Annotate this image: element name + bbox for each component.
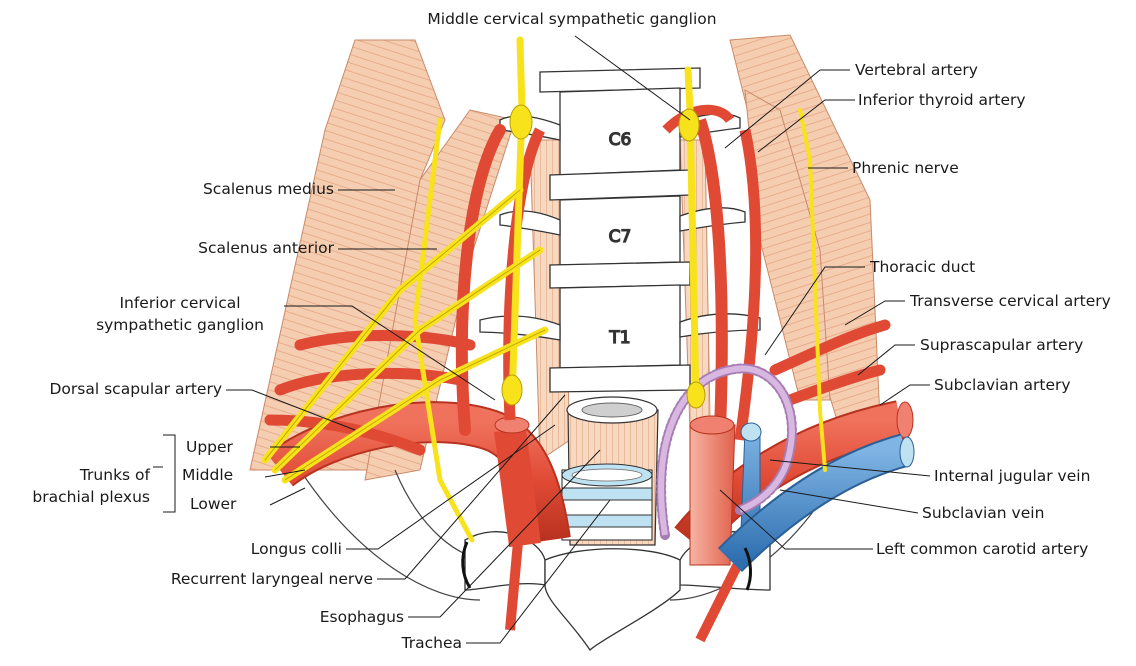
label-inferior-cervical-ganglion-2: sympathetic ganglion	[80, 316, 280, 335]
label-internal-jugular-vein: Internal jugular vein	[934, 467, 1090, 486]
label-transverse-cervical-artery: Transverse cervical artery	[910, 292, 1111, 311]
label-scalenus-medius: Scalenus medius	[120, 180, 334, 199]
label-inferior-cervical-ganglion-1: Inferior cervical	[80, 294, 280, 313]
label-trunks-title-1: Trunks of	[20, 466, 150, 485]
label-dorsal-scapular-artery: Dorsal scapular artery	[10, 380, 222, 399]
label-trunk-lower: Lower	[190, 495, 236, 514]
label-esophagus: Esophagus	[200, 608, 404, 627]
label-subclavian-vein: Subclavian vein	[922, 504, 1044, 523]
label-middle-cervical-ganglion: Middle cervical sympathetic ganglion	[392, 10, 752, 29]
label-recurrent-laryngeal-nerve: Recurrent laryngeal nerve	[100, 570, 373, 589]
label-subclavian-artery: Subclavian artery	[934, 376, 1071, 395]
label-left-common-carotid-artery: Left common carotid artery	[876, 540, 1088, 559]
trachea-esophagus	[562, 397, 658, 545]
label-scalenus-anterior: Scalenus anterior	[120, 239, 334, 258]
label-thoracic-duct: Thoracic duct	[870, 258, 975, 277]
vertebra-c6-label: C6	[609, 130, 632, 150]
label-trunks-title-2: brachial plexus	[20, 488, 150, 507]
label-longus-colli: Longus colli	[150, 540, 342, 559]
label-trachea: Trachea	[300, 634, 462, 653]
label-trunk-middle: Middle	[182, 466, 233, 485]
label-inferior-thyroid-artery: Inferior thyroid artery	[858, 91, 1026, 110]
vertebra-t1-label: T1	[608, 328, 630, 348]
label-suprascapular-artery: Suprascapular artery	[920, 336, 1083, 355]
label-trunk-upper: Upper	[186, 438, 233, 457]
vertebra-c7-label: C7	[609, 227, 632, 247]
label-vertebral-artery: Vertebral artery	[855, 61, 978, 80]
label-phrenic-nerve: Phrenic nerve	[852, 159, 959, 178]
